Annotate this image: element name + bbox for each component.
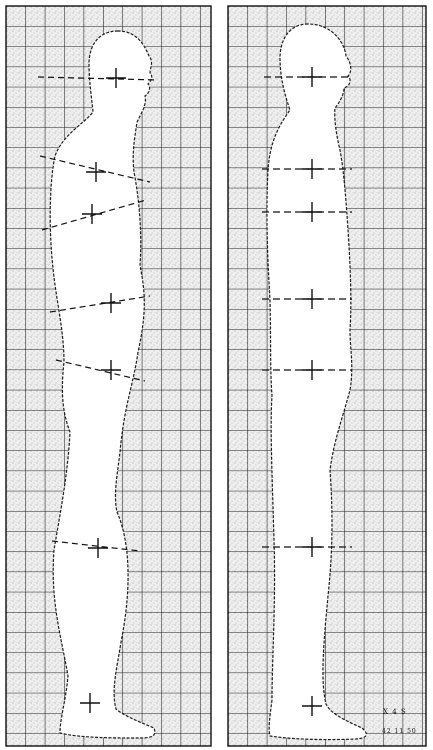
right-panel xyxy=(228,6,426,746)
corner-label-top: X 4 S xyxy=(383,708,407,716)
corner-label-bottom: 42 11 50 xyxy=(382,728,417,735)
left-panel xyxy=(6,6,211,746)
